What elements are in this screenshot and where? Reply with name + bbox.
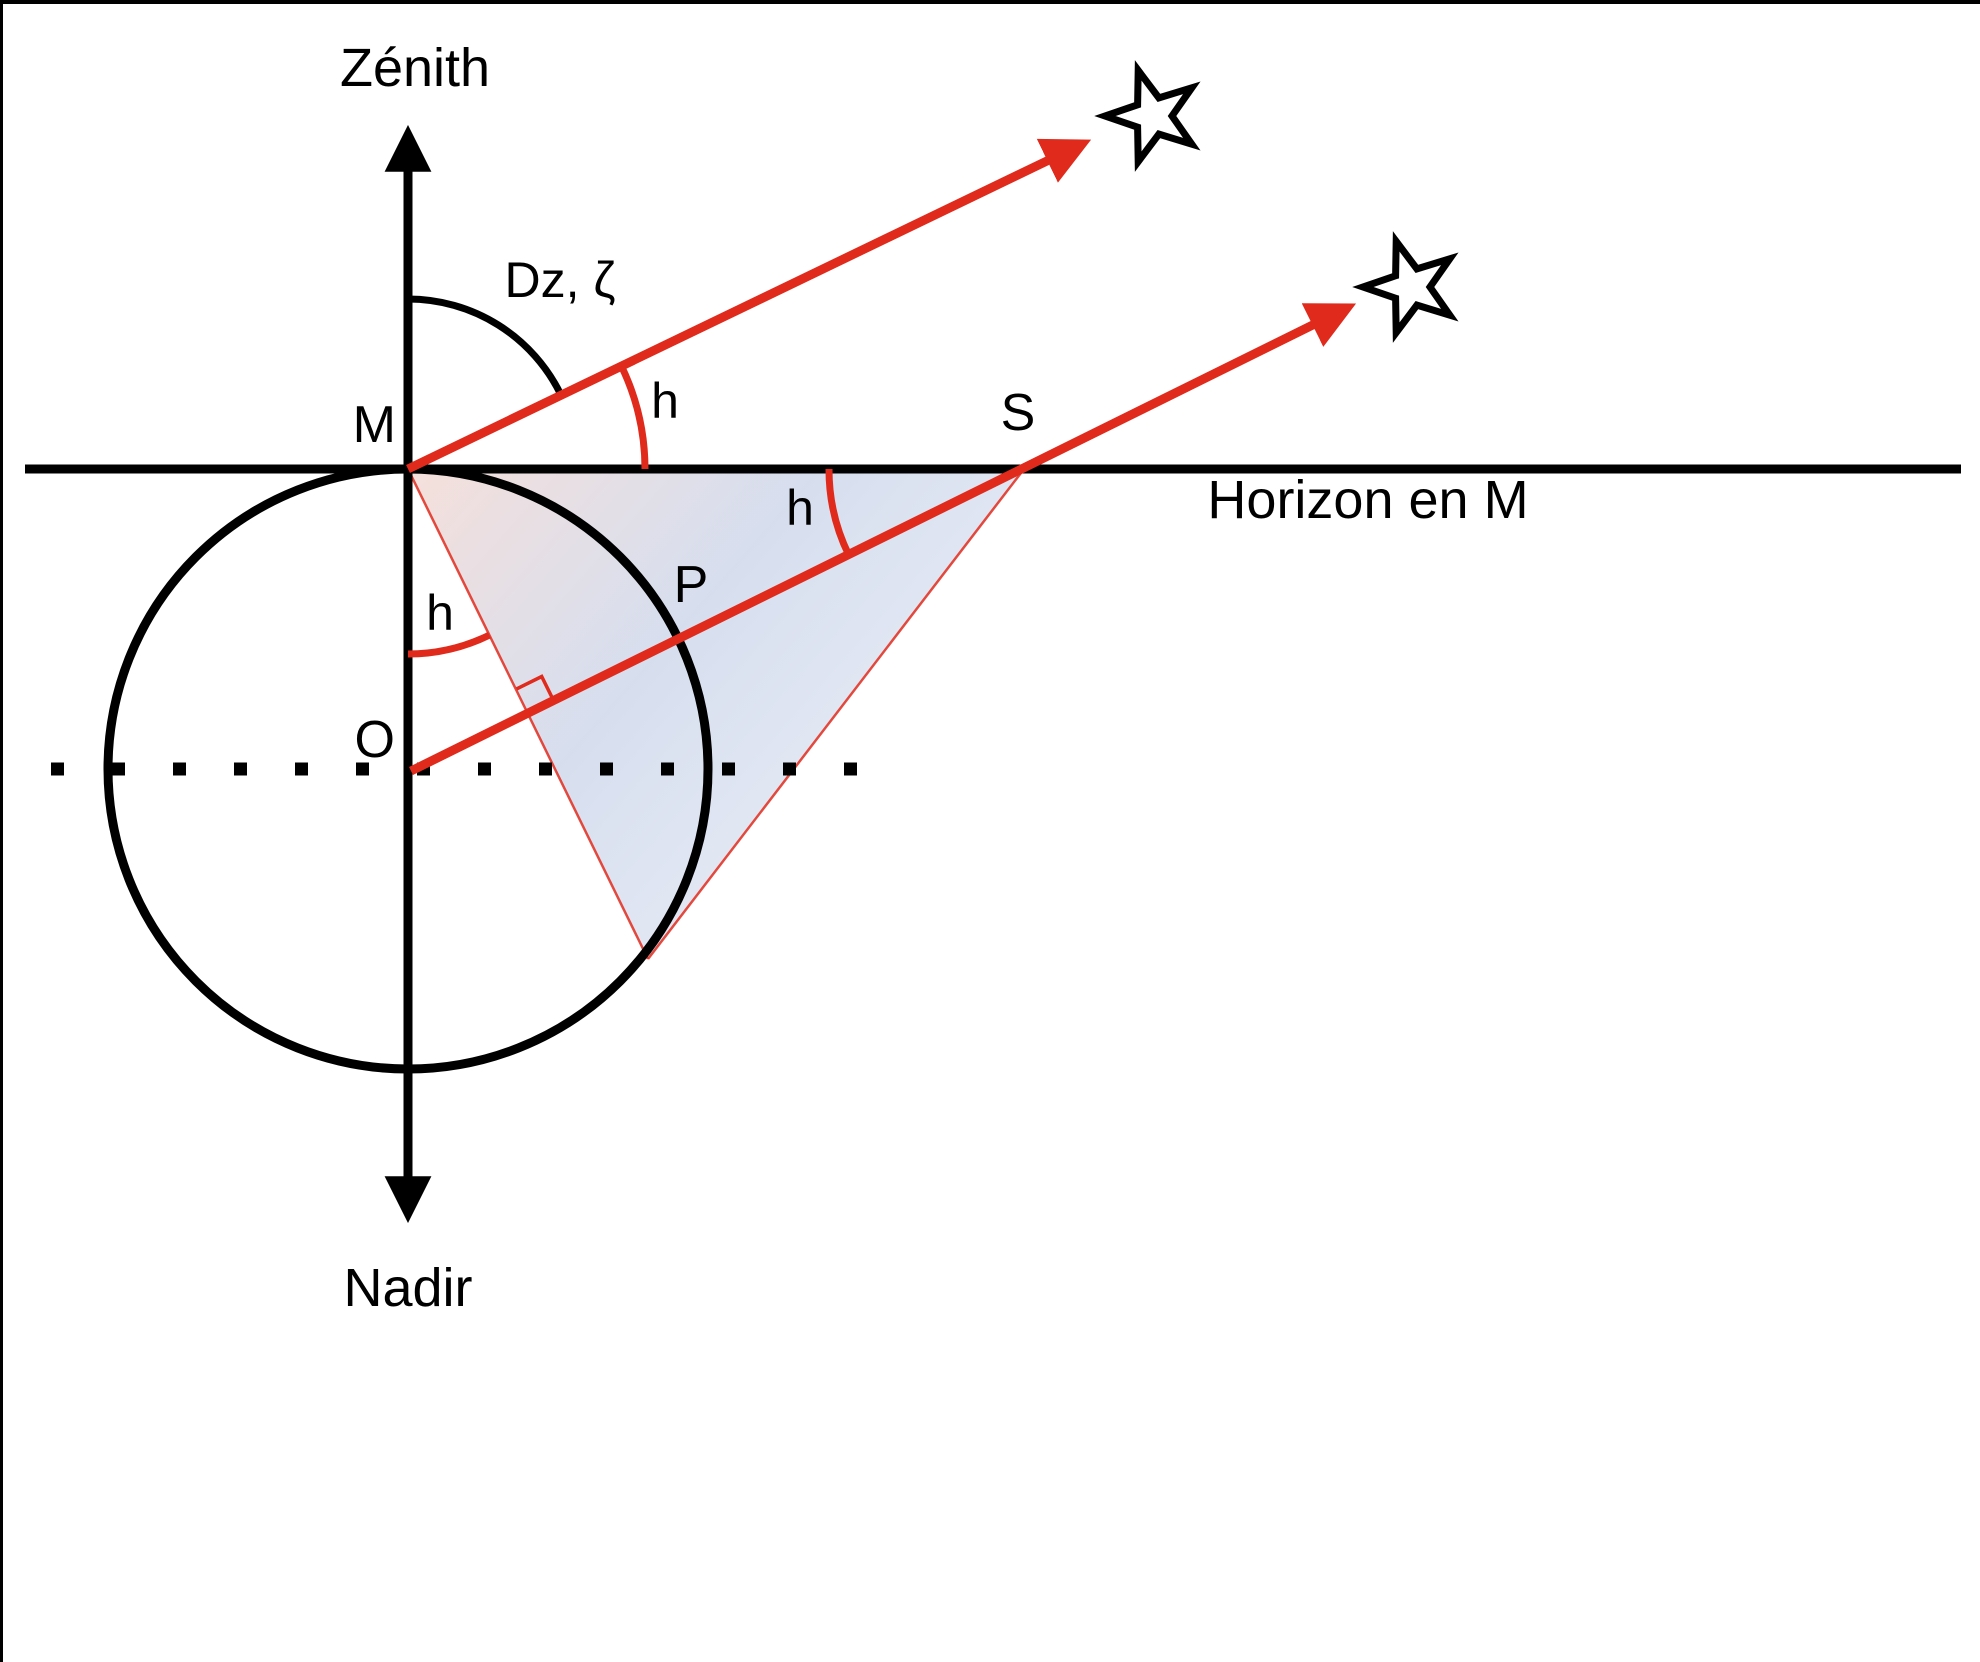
altitude-arc-at-s [825,468,853,558]
zenith-distance-label: Dz, ζ [505,252,616,308]
nadir-label: Nadir [343,1258,472,1318]
horizon-label: Horizon en M [1207,470,1528,530]
shaded-sector [408,469,1024,959]
altitude-label-at-m: h [651,373,679,429]
point-s-label: S [1001,384,1036,442]
star-icon [1094,60,1201,172]
altitude-label-at-s: h [786,480,814,536]
star-icon [1352,231,1459,343]
sector-edge-from-s-line [647,468,1025,960]
point-o-label: O [355,711,395,769]
point-p-label: P [674,556,709,614]
altitude-label-at-o: h [426,585,454,641]
star-ray-from-m [406,138,1092,474]
right-angle-mark [515,674,556,703]
zenith-label: Zénith [340,38,490,98]
point-m-label: M [353,396,396,454]
altitude-arc-at-o [407,631,491,658]
zenith-distance-arc [407,295,565,397]
altitude-arc-at-m [618,364,649,470]
star-ray-from-o [409,303,1357,776]
diagram-canvas: Zénith Nadir Horizon en M M O P S Dz, ζ … [25,38,1961,1318]
